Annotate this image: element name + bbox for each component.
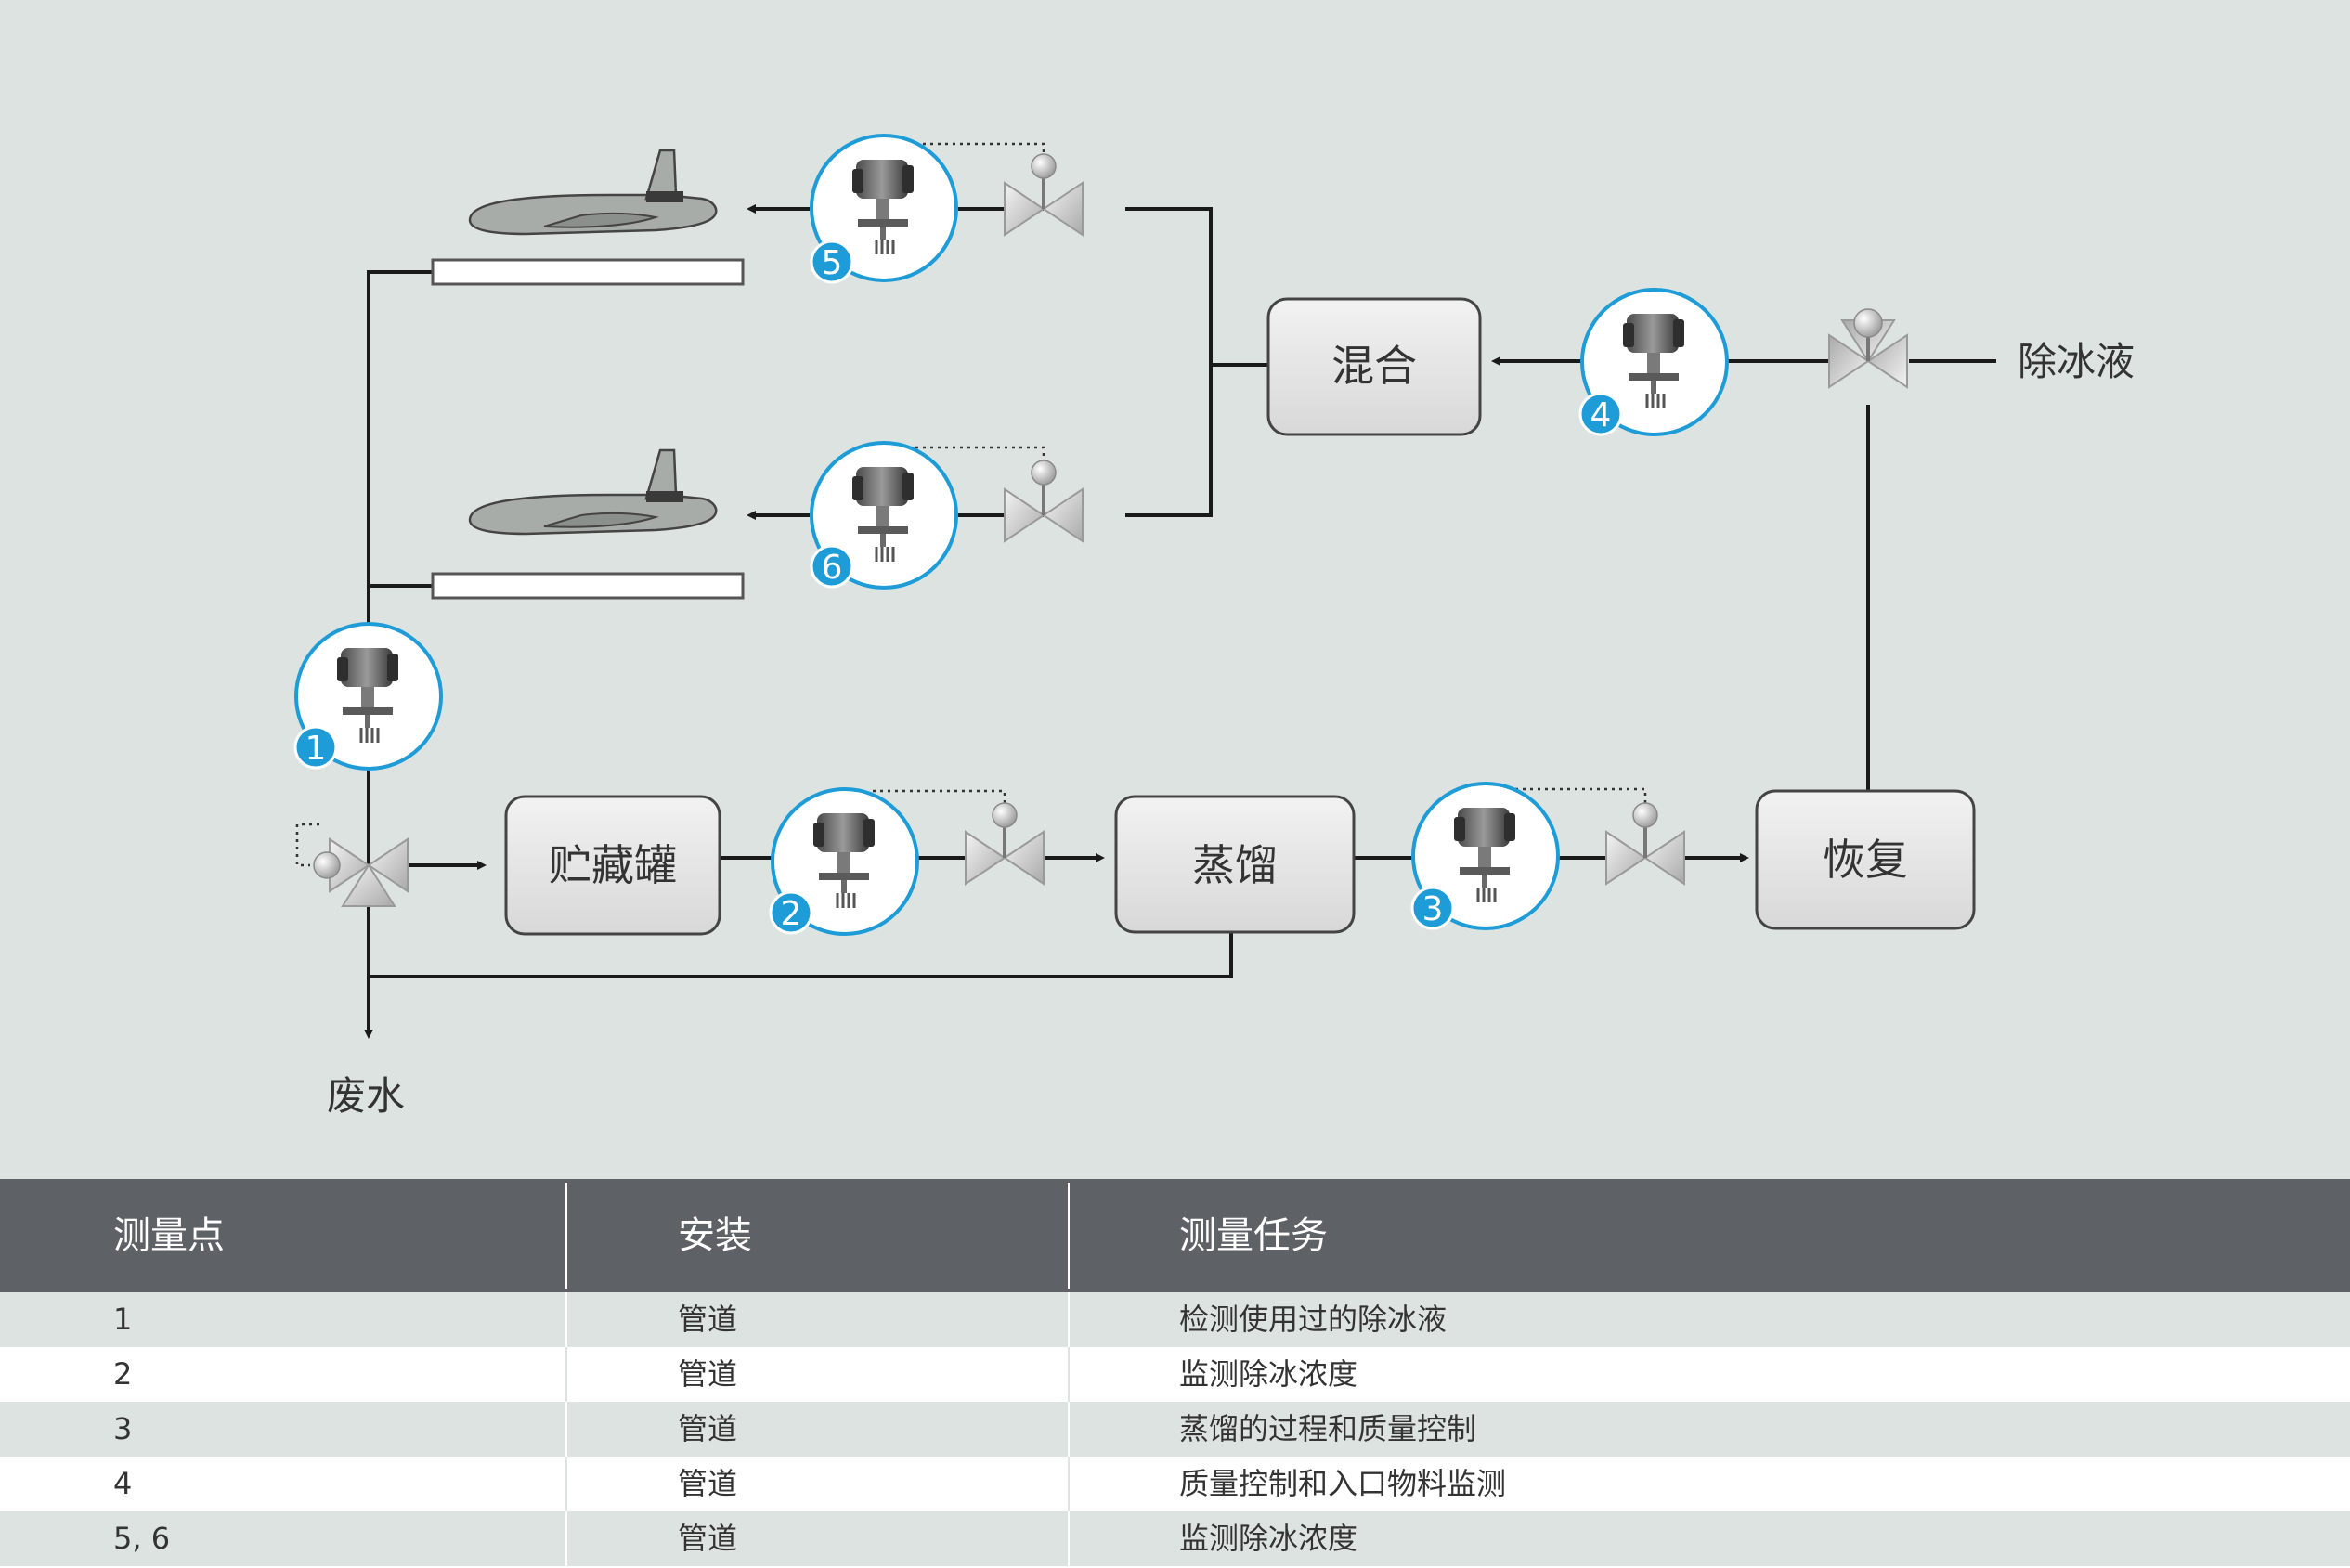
header-divider: [565, 1183, 567, 1289]
cell-task: 检测使用过的除冰液: [1179, 1302, 1448, 1337]
sensor-6: 6: [810, 441, 958, 590]
header-point: 测量点: [113, 1214, 225, 1257]
control-lines: [295, 142, 1647, 867]
valve-6: [1003, 459, 1084, 543]
cell-point: 4: [113, 1466, 133, 1501]
cell-divider: [565, 1457, 567, 1511]
sensor-1: 1: [293, 622, 443, 771]
recovery-box: 恢复: [1755, 789, 1976, 930]
table-header: 测量点 安装 测量任务: [0, 1179, 2350, 1292]
table-row: 1 管道 检测使用过的除冰液: [0, 1292, 2350, 1347]
sensor-5-badge: 5: [822, 244, 843, 282]
storage-tank-label: 贮藏罐: [549, 840, 677, 890]
sensor-4-badge: 4: [1590, 396, 1612, 434]
cell-divider: [565, 1511, 567, 1566]
sensor-3: 3: [1410, 782, 1560, 930]
sensor-1-badge: 1: [305, 730, 327, 768]
table-row: 3 管道 蒸馏的过程和质量控制: [0, 1402, 2350, 1457]
cell-divider: [1068, 1347, 1070, 1402]
cell-task: 监测除冰浓度: [1179, 1356, 1358, 1392]
process-diagram: 贮藏罐 蒸馏 恢复 混合 1 2 3 4 5: [0, 0, 2350, 1179]
header-task: 测量任务: [1179, 1214, 1328, 1257]
valve-2: [964, 801, 1045, 886]
cell-divider: [565, 1347, 567, 1402]
sensor-2: 2: [769, 787, 919, 936]
valve-3: [1604, 801, 1686, 886]
deicer-label: 除冰液: [2018, 339, 2135, 384]
recovery-label: 恢复: [1823, 835, 1908, 885]
cell-divider: [1068, 1292, 1070, 1347]
valve-3way-left: [313, 838, 409, 907]
cell-task: 质量控制和入口物料监测: [1179, 1466, 1507, 1501]
cell-task: 蒸馏的过程和质量控制: [1179, 1411, 1477, 1446]
distill-box: 蒸馏: [1114, 795, 1356, 934]
table-row: 5, 6 管道 监测除冰浓度: [0, 1511, 2350, 1566]
table-row: 2 管道 监测除冰浓度: [0, 1347, 2350, 1402]
header-divider: [1068, 1183, 1070, 1289]
cell-install: 管道: [678, 1356, 738, 1392]
airplane-top: [468, 149, 718, 236]
cell-divider: [1068, 1402, 1070, 1457]
sensor-6-badge: 6: [822, 549, 843, 587]
cell-point: 5, 6: [113, 1521, 171, 1556]
measurement-table: 测量点 安装 测量任务 1 管道 检测使用过的除冰液 2 管道 监测除冰浓度 3…: [0, 1179, 2350, 1568]
storage-tank-box: 贮藏罐: [504, 795, 721, 936]
cell-point: 1: [113, 1302, 133, 1337]
mix-box: 混合: [1266, 297, 1482, 436]
cell-divider: [1068, 1457, 1070, 1511]
airplane-bottom: [468, 448, 718, 536]
cell-install: 管道: [678, 1466, 738, 1501]
distill-label: 蒸馏: [1192, 840, 1278, 890]
gate-top: [431, 258, 745, 286]
sensor-5: 5: [810, 134, 958, 284]
wastewater-label: 废水: [327, 1073, 405, 1119]
gate-bottom: [431, 572, 745, 600]
cell-divider: [565, 1402, 567, 1457]
valve-5: [1003, 152, 1084, 237]
cell-point: 2: [113, 1356, 133, 1392]
flow-lines: [364, 204, 1996, 1039]
cell-install: 管道: [678, 1521, 738, 1556]
sensor-2-badge: 2: [781, 895, 802, 933]
sensor-4: 4: [1578, 288, 1729, 436]
sensor-3-badge: 3: [1422, 890, 1444, 928]
valve-3way-deicer: [1828, 308, 1908, 388]
cell-divider: [1068, 1511, 1070, 1566]
cell-task: 监测除冰浓度: [1179, 1521, 1358, 1556]
cell-point: 3: [113, 1411, 133, 1446]
table-row: 4 管道 质量控制和入口物料监测: [0, 1457, 2350, 1511]
header-install: 安装: [678, 1214, 752, 1257]
cell-divider: [565, 1292, 567, 1347]
cell-install: 管道: [678, 1411, 738, 1446]
cell-install: 管道: [678, 1302, 738, 1337]
mix-label: 混合: [1331, 341, 1417, 391]
